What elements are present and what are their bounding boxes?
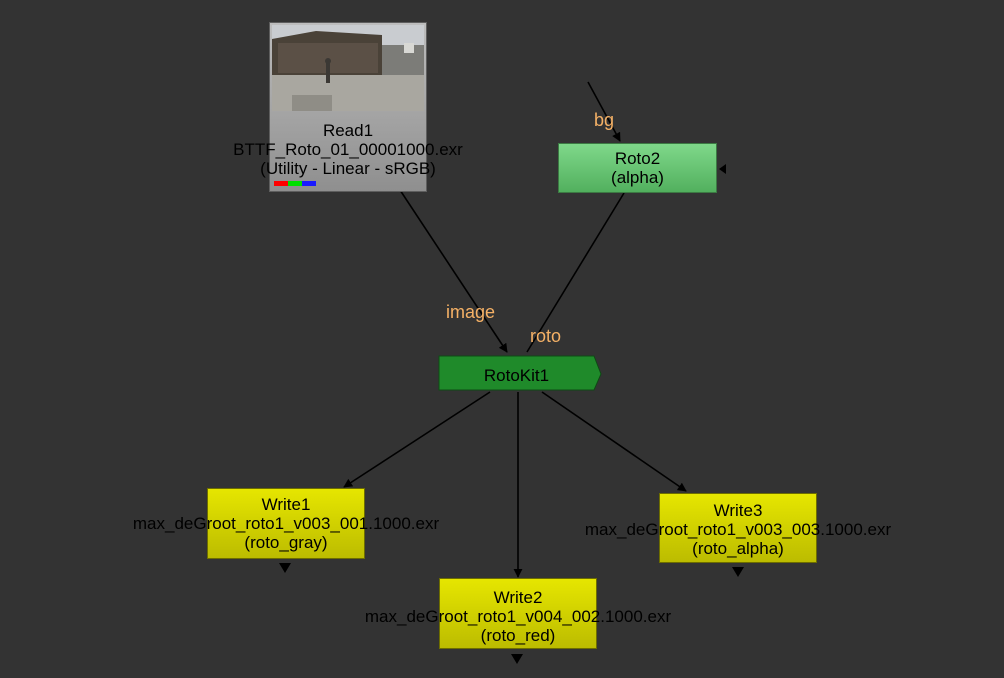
- blue-channel-swatch: [302, 181, 316, 186]
- green-channel-swatch: [288, 181, 302, 186]
- write3-node[interactable]: [659, 493, 817, 563]
- write1-name: Write1: [261, 495, 311, 514]
- edge-bg-input-to-roto2[interactable]: [587, 81, 621, 142]
- write2-label: Write2 max_deGroot_roto1_v004_002.1000.e…: [322, 588, 714, 645]
- roto2-node[interactable]: [558, 143, 717, 193]
- edge-roto2-to-rotokit1-roto[interactable]: [526, 192, 625, 353]
- street-scene-thumbnail-icon: [272, 25, 424, 111]
- write2-file: max_deGroot_roto1_v004_002.1000.exr: [364, 607, 672, 626]
- write1-file: max_deGroot_roto1_v003_001.1000.exr: [132, 514, 440, 533]
- rotokit1-label: RotoKit1: [483, 366, 550, 385]
- write1-label: Write1 max_deGroot_roto1_v003_001.1000.e…: [90, 495, 482, 552]
- write2-sub: (roto_red): [480, 626, 556, 645]
- read1-node[interactable]: [269, 22, 427, 192]
- roto2-mask-input-arrow[interactable]: [719, 164, 726, 174]
- read1-file: BTTF_Roto_01_00001000.exr: [233, 140, 463, 159]
- roto2-name: Roto2: [614, 149, 661, 168]
- write3-label: Write3 max_deGroot_roto1_v003_003.1000.e…: [542, 501, 934, 558]
- edge-read1-to-rotokit1-image[interactable]: [399, 189, 508, 353]
- write3-name: Write3: [713, 501, 763, 520]
- write1-output-arrow[interactable]: [279, 563, 291, 573]
- write3-sub: (roto_alpha): [692, 539, 784, 558]
- roto2-label: Roto2 (alpha): [558, 149, 717, 187]
- pin-label-bg: bg: [594, 110, 615, 130]
- write3-file: max_deGroot_roto1_v003_003.1000.exr: [584, 520, 892, 539]
- read1-colorspace: (Utility - Linear - sRGB): [260, 159, 436, 178]
- pin-label-image: image: [446, 302, 496, 322]
- pin-label-roto: roto: [530, 326, 562, 346]
- edge-rotokit1-to-write3[interactable]: [541, 391, 687, 492]
- write3-output-arrow[interactable]: [732, 567, 744, 577]
- read1-label: Read1 BTTF_Roto_01_00001000.exr (Utility…: [200, 121, 496, 178]
- write1-sub: (roto_gray): [244, 533, 328, 552]
- rotokit1-node[interactable]: [438, 355, 602, 391]
- read1-name: Read1: [322, 121, 374, 140]
- write2-name: Write2: [493, 588, 543, 607]
- write2-output-arrow[interactable]: [511, 654, 523, 664]
- edge-rotokit1-to-write1[interactable]: [343, 391, 491, 488]
- red-channel-swatch: [274, 181, 288, 186]
- write1-node[interactable]: [207, 488, 365, 559]
- roto2-sub: (alpha): [611, 168, 664, 187]
- write2-node[interactable]: [439, 578, 597, 649]
